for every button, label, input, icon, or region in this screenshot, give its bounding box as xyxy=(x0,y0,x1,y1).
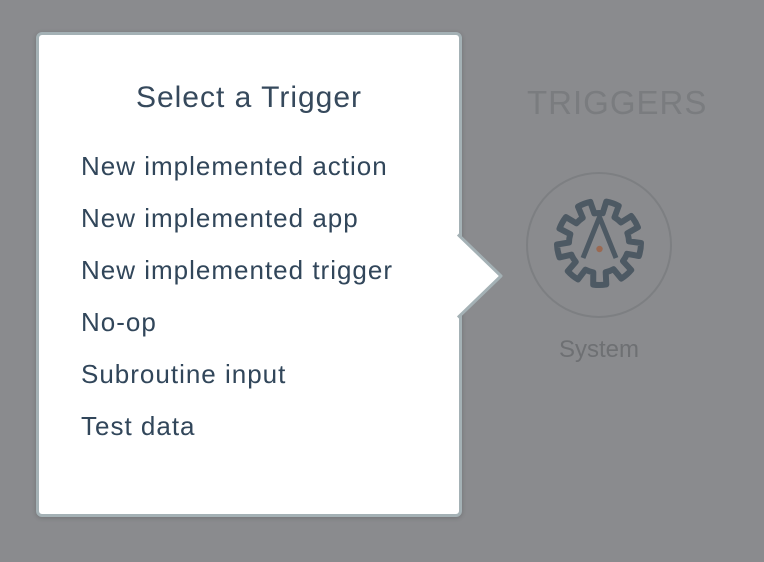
system-app-node[interactable]: System xyxy=(526,172,672,364)
trigger-option-subroutine-input[interactable]: Subroutine input xyxy=(81,359,287,389)
trigger-select-popover: Select a Trigger New implemented action … xyxy=(36,32,462,517)
popover-arrow xyxy=(457,233,503,319)
popover-title: Select a Trigger xyxy=(135,81,363,114)
trigger-option-new-implemented-action[interactable]: New implemented action xyxy=(81,151,388,181)
system-gear-lambda-icon xyxy=(552,196,646,295)
trigger-option-new-implemented-app[interactable]: New implemented app xyxy=(81,203,359,233)
trigger-option-test-data[interactable]: Test data xyxy=(81,411,196,441)
trigger-option-no-op[interactable]: No-op xyxy=(81,307,157,337)
trigger-option-new-implemented-trigger[interactable]: New implemented trigger xyxy=(81,255,394,285)
system-node-circle[interactable] xyxy=(526,172,672,318)
triggers-section-heading: TRIGGERS xyxy=(527,84,708,121)
system-node-label: System xyxy=(558,336,639,363)
trigger-list: New implemented action New implemented a… xyxy=(39,140,459,452)
